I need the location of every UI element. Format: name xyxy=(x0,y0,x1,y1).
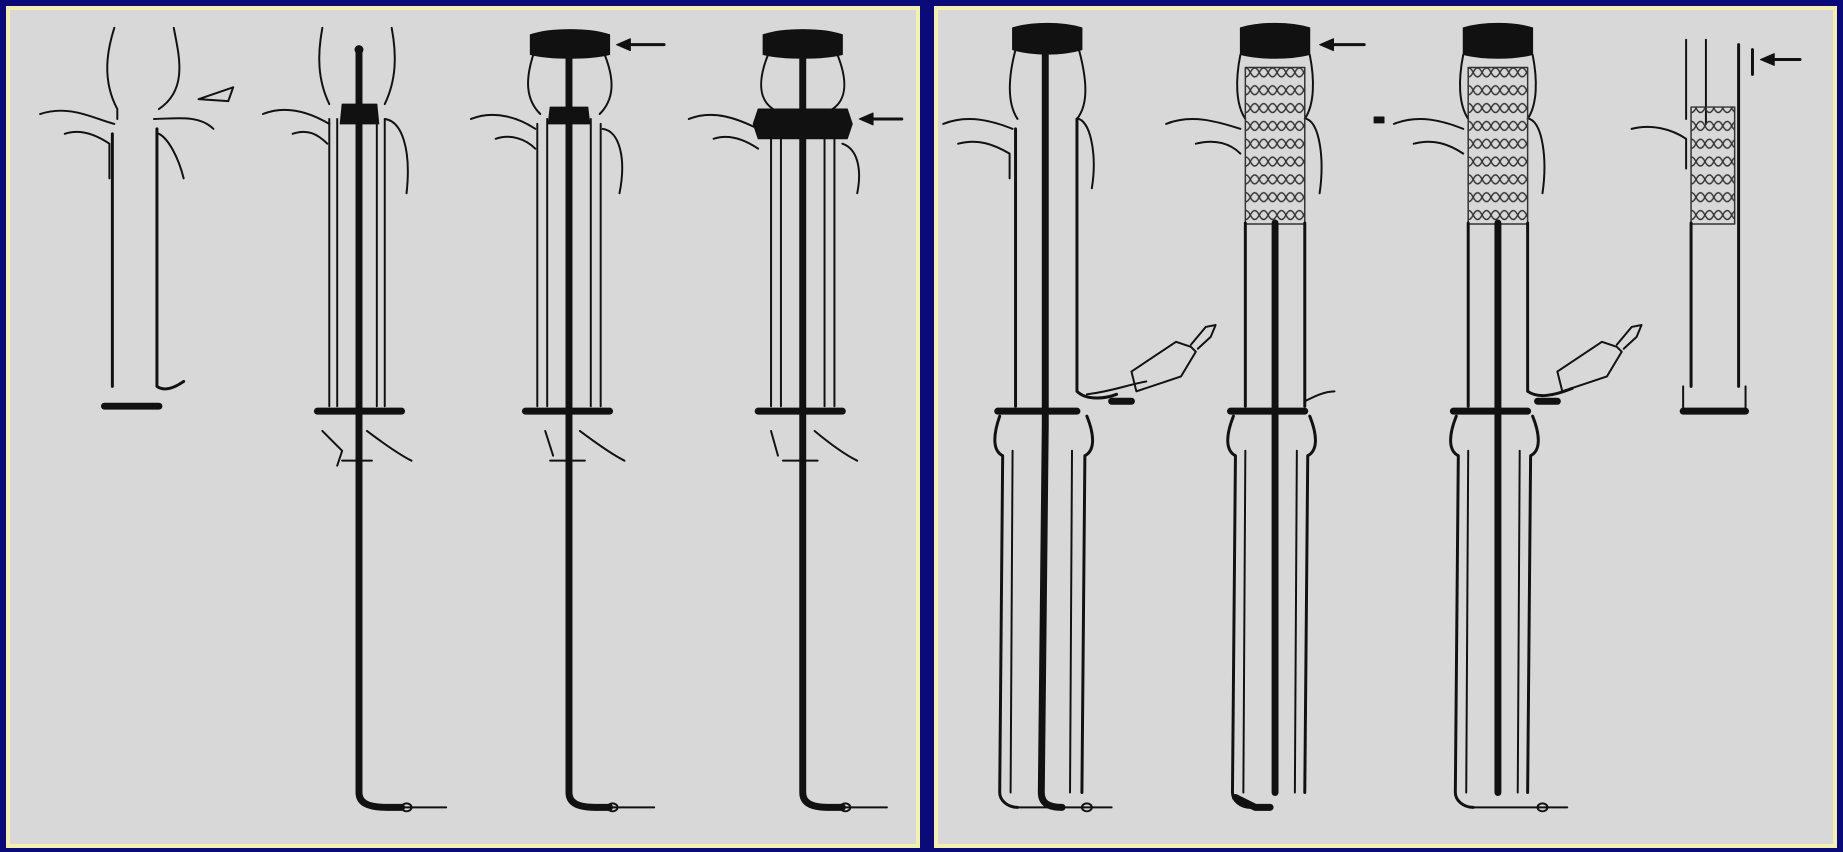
diagram-panel-left xyxy=(6,6,920,848)
step-2-catheter-guidewire xyxy=(263,28,446,811)
step-7-post-stent-aspiration xyxy=(1374,23,1641,811)
diagram-panel-right xyxy=(934,6,1837,848)
step-4-dual-occlusion xyxy=(689,30,902,812)
procedure-steps-left-illustration xyxy=(10,10,916,844)
step-5-aspiration xyxy=(943,23,1215,811)
step-8-final-result xyxy=(1632,40,1800,411)
step-3-distal-occlusion xyxy=(471,30,664,812)
step-1-vessel xyxy=(40,28,233,406)
step-6-stent-deployed xyxy=(1166,23,1364,807)
procedure-steps-right-illustration xyxy=(938,10,1833,844)
